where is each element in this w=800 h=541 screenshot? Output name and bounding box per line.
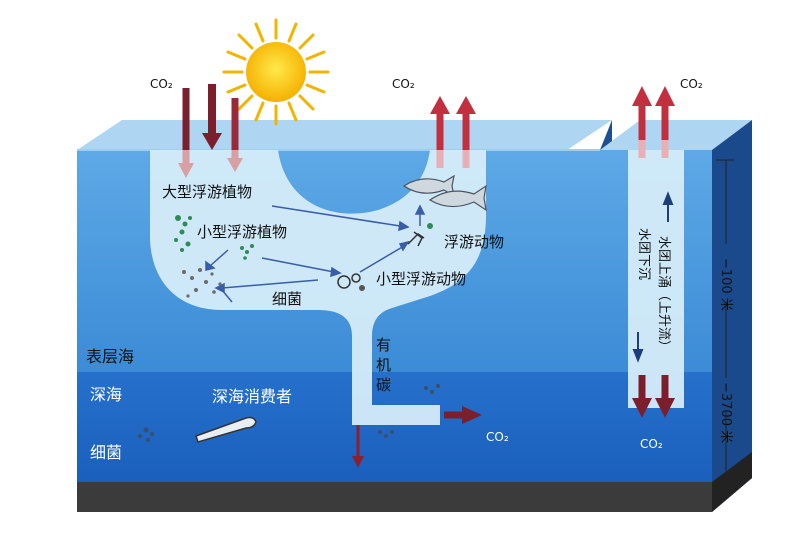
carbon-pathway xyxy=(150,150,486,425)
sinking-carbon-arrow xyxy=(352,425,364,468)
small-zooplankton-icon xyxy=(337,273,365,291)
large-phytoplankton-cluster xyxy=(174,215,192,252)
right-block-top xyxy=(600,120,752,150)
right-block-floor xyxy=(600,482,712,512)
deep-water-layer xyxy=(77,372,600,482)
organic-carbon-char-3: 碳 xyxy=(376,376,391,394)
deep-sea-label: 深海 xyxy=(90,385,122,404)
co2-bottom-right-label: CO₂ xyxy=(640,437,663,451)
water-upwelling-label: 水团上涌（上升流） xyxy=(656,236,671,353)
small-phytoplankton-label: 小型浮游植物 xyxy=(197,223,287,241)
zooplankton-label: 浮游动物 xyxy=(444,233,504,251)
bacteria-deep-label: 细菌 xyxy=(90,443,122,462)
small-phytoplankton-cluster xyxy=(240,244,254,260)
co2-deep-out-label: CO₂ xyxy=(486,430,509,444)
seafloor xyxy=(77,482,600,512)
small-zooplankton-label: 小型浮游动物 xyxy=(376,270,466,288)
zooplankton-icon xyxy=(407,223,433,247)
deep-sea-consumer-icon xyxy=(195,416,257,443)
water-sinking-label: 水团下沉 xyxy=(636,228,651,280)
co2-sink-arrows-right xyxy=(632,375,675,418)
sea-surface-top xyxy=(77,120,612,150)
depth-scale xyxy=(716,159,734,485)
right-block-side xyxy=(712,120,752,512)
depth-100-label: −100 米 xyxy=(718,258,733,311)
fish-icon xyxy=(402,174,487,212)
food-web-arrows xyxy=(205,204,426,303)
surface-sea-label: 表层海 xyxy=(86,347,134,366)
depth-3700-label: −3700 米 xyxy=(718,382,733,443)
co2-outgas-arrows-right xyxy=(632,86,675,158)
large-phytoplankton-label: 大型浮游植物 xyxy=(162,183,252,201)
sun-icon xyxy=(222,18,330,126)
co2-outgas-mid-label: CO₂ xyxy=(392,77,415,91)
column-direction-arrows xyxy=(632,191,674,363)
co2-outgas-right-label: CO₂ xyxy=(680,77,703,91)
organic-carbon-char-1: 有 xyxy=(376,336,391,354)
co2-sun-label: CO₂ xyxy=(150,77,173,91)
ocean-block-right xyxy=(600,120,752,512)
deep-consumers-label: 深海消费者 xyxy=(212,387,292,406)
co2-outgas-arrows-mid xyxy=(430,96,476,168)
bacteria-upper-label: 细菌 xyxy=(272,290,302,308)
deep-bacteria-clusters xyxy=(138,384,440,442)
bacteria-cluster-upper xyxy=(182,268,222,298)
co2-input-arrows xyxy=(178,84,243,178)
organic-carbon-char-2: 机 xyxy=(376,356,391,374)
deep-co2-arrow xyxy=(444,406,482,424)
organic-carbon-label: 有 机 碳 xyxy=(376,336,391,394)
water-column xyxy=(628,150,684,408)
